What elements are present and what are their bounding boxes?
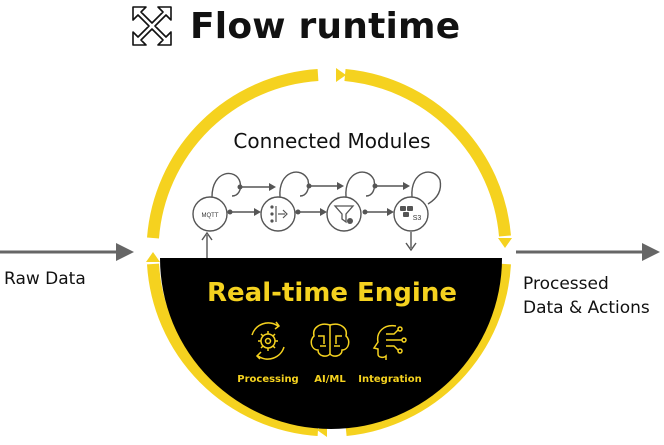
brain-circuit-icon <box>310 323 350 357</box>
input-arrow <box>0 243 134 261</box>
module-node-filter <box>326 196 362 232</box>
capability-label-aiml: AI/ML <box>314 374 346 385</box>
module-node-mqtt <box>192 196 228 232</box>
filter-glyph <box>333 205 355 224</box>
storage-glyph <box>400 206 413 217</box>
header: Flow runtime <box>130 2 460 50</box>
output-label-line2: Data & Actions <box>523 298 650 318</box>
ring-arrow-right <box>498 238 512 248</box>
module-text-storage: S3 <box>413 215 422 222</box>
expand-arrows-icon <box>132 6 172 46</box>
loop-3 <box>345 171 376 198</box>
output-arrow <box>516 243 660 261</box>
engine-title: Real-time Engine <box>207 278 457 308</box>
module-text-mqtt: MQTT <box>202 213 219 219</box>
page-title: Flow runtime <box>190 5 461 47</box>
capability-label-processing: Processing <box>237 374 299 385</box>
ingest-arrow <box>201 231 213 258</box>
modules-title: Connected Modules <box>233 129 431 153</box>
ring-segment-top <box>344 69 511 237</box>
emit-arrow <box>405 232 417 252</box>
split-glyph <box>270 205 288 223</box>
ring-arrow-left <box>146 252 160 262</box>
loop-2 <box>279 171 310 198</box>
gear-cycle-icon <box>251 321 285 360</box>
input-label: Raw Data <box>4 269 86 289</box>
head-network-icon <box>372 324 407 360</box>
capability-label-integration: Integration <box>358 374 422 385</box>
loop-1 <box>211 172 242 198</box>
output-label: Processed Data & Actions <box>523 272 650 320</box>
module-node-storage <box>393 196 429 232</box>
ring-arrow-top <box>336 68 346 82</box>
ring-arrow-bottom <box>317 423 327 437</box>
output-label-line1: Processed <box>523 274 609 294</box>
ring-segment-left <box>147 69 319 239</box>
loop-4 <box>411 171 442 205</box>
module-node-split <box>260 196 296 232</box>
